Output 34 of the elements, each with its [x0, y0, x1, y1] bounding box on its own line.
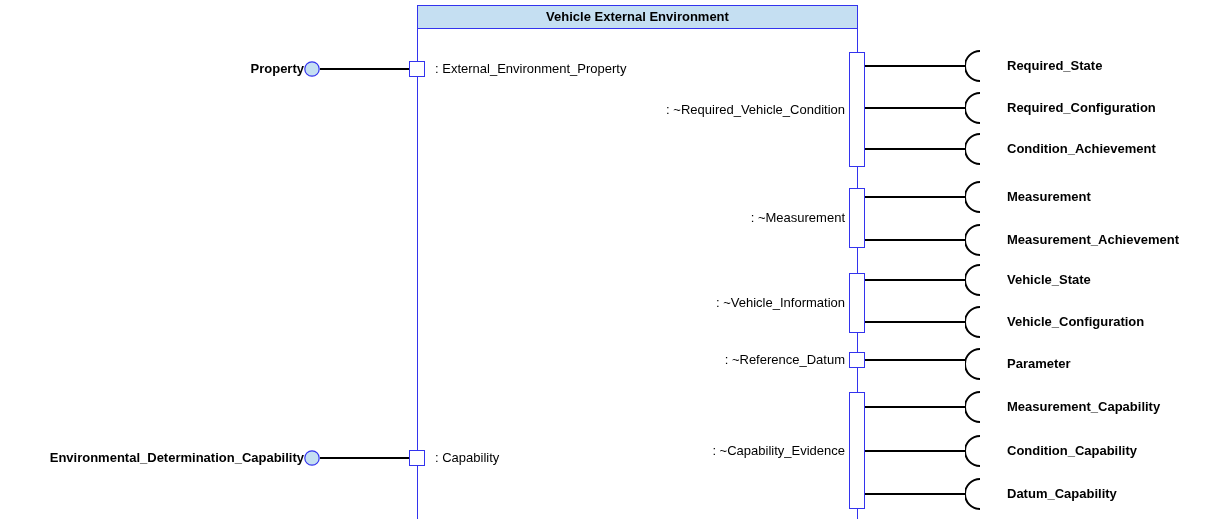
- connector-line: [864, 359, 966, 361]
- block-title: Vehicle External Environment: [418, 6, 857, 29]
- connector-line: [864, 148, 966, 150]
- port-label: : ~Vehicle_Information: [716, 295, 845, 310]
- interface-label: Datum_Capability: [1007, 486, 1117, 501]
- interface-label: Required_State: [1007, 58, 1103, 73]
- connector-line: [864, 107, 966, 109]
- connector-line: [319, 68, 410, 70]
- interface-label: Measurement_Achievement: [1007, 232, 1179, 247]
- interface-label: Measurement_Capability: [1007, 399, 1161, 414]
- interface-label: Parameter: [1007, 356, 1071, 371]
- connector-line: [864, 196, 966, 198]
- connector-line: [864, 65, 966, 67]
- interface-label: Measurement: [1007, 189, 1091, 204]
- connector-line: [864, 321, 966, 323]
- connector-line: [864, 239, 966, 241]
- interface-label: Environmental_Determination_Capability: [49, 450, 304, 465]
- interface-label: Condition_Achievement: [1007, 141, 1156, 156]
- port-label: : External_Environment_Property: [435, 61, 627, 76]
- interface-label: Vehicle_Configuration: [1007, 314, 1145, 329]
- port-label: : Capability: [435, 450, 500, 465]
- port-label: : ~Required_Vehicle_Condition: [666, 101, 845, 117]
- connector-line: [864, 279, 966, 281]
- port-label: : ~Capability_Evidence: [712, 442, 845, 458]
- connector-line: [319, 457, 410, 459]
- interface-label: Property: [250, 61, 304, 76]
- connector-line: [864, 406, 966, 408]
- connector-line: [864, 450, 966, 452]
- interface-label: Condition_Capability: [1007, 443, 1137, 458]
- interface-label: Required_Configuration: [1007, 100, 1156, 115]
- connector-line: [864, 493, 966, 495]
- interface-label: Vehicle_State: [1007, 272, 1091, 287]
- port-label: : ~Measurement: [750, 210, 845, 225]
- port-label: : ~Reference_Datum: [724, 352, 845, 367]
